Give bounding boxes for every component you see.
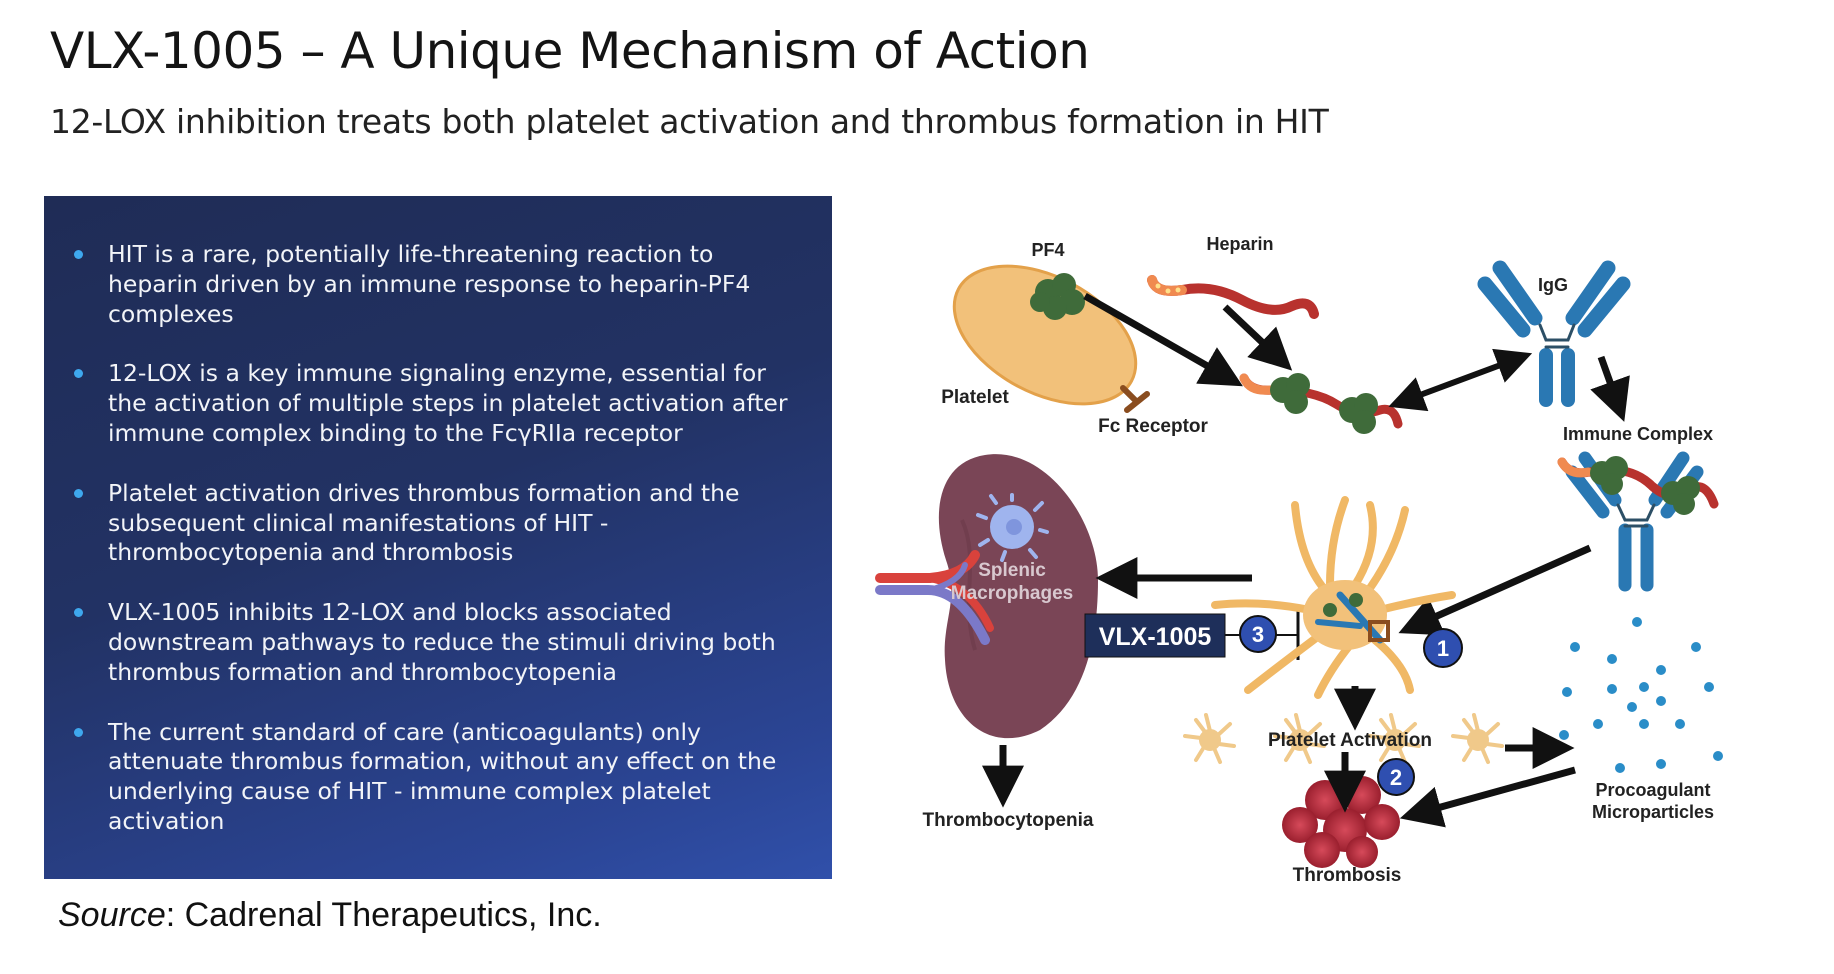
small-platelets-icon — [1183, 713, 1504, 764]
heparin-strand-icon — [1147, 275, 1319, 319]
pf4-cluster-icon — [1030, 273, 1085, 320]
platelet-label: Platelet — [941, 387, 1009, 408]
immune-complex-label: Immune Complex — [1563, 424, 1713, 444]
bullet-text: VLX-1005 inhibits 12-LOX and blocks asso… — [108, 598, 776, 686]
step-2-badge — [1377, 758, 1415, 796]
bullet-item: Platelet activation drives thrombus form… — [62, 479, 792, 568]
bullet-dot-icon — [74, 608, 83, 618]
platelet-activation-label: Platelet Activation — [1268, 730, 1432, 751]
igg-antibody-icon — [1477, 260, 1631, 407]
immune-complex-icon — [1557, 451, 1719, 592]
slide-subtitle: 12-LOX inhibition treats both platelet a… — [50, 102, 1329, 141]
bullet-item: VLX-1005 inhibits 12-LOX and blocks asso… — [62, 598, 792, 687]
arrow-igg-to-immune-complex — [1590, 355, 1630, 422]
bullet-dot-icon — [74, 369, 83, 379]
arrow-immune-complex-to-platelet — [1398, 544, 1592, 636]
step-3-badge — [1239, 615, 1277, 653]
slide-title: VLX-1005 – A Unique Mechanism of Action — [50, 22, 1090, 80]
pf4-label: PF4 — [1031, 240, 1064, 260]
bullet-dot-icon — [74, 488, 83, 498]
source-citation: Source: Cadrenal Therapeutics, Inc. — [58, 896, 602, 935]
igg-label: IgG — [1538, 275, 1568, 295]
arrow-microparticles-to-thrombosis — [1399, 766, 1576, 828]
bullet-text: The current standard of care (anticoagul… — [108, 717, 777, 835]
blood-vessels-icon — [875, 550, 994, 645]
bullet-item: 12-LOX is a key immune signaling enzyme,… — [62, 359, 792, 448]
bullet-text: 12-LOX is a key immune signaling enzyme,… — [108, 359, 788, 447]
activated-platelet-icon — [1211, 496, 1456, 699]
step-3-number: 3 — [1252, 622, 1264, 647]
step-1-badge — [1423, 628, 1463, 668]
heparin-pf4-complex-icon — [1239, 373, 1403, 434]
procoagulant-label-line1: Procoagulant — [1595, 780, 1710, 800]
double-arrow-complex-igg — [1388, 348, 1533, 412]
fc-receptor-label: Fc Receptor — [1098, 416, 1208, 437]
splenic-label-line2: Macrophages — [951, 583, 1073, 604]
arrow-heparin-to-complex — [1222, 304, 1293, 371]
splenic-macrophage-icon — [976, 493, 1049, 562]
vlx-1005-label: VLX-1005 — [1099, 623, 1212, 651]
heparin-label: Heparin — [1206, 234, 1273, 254]
source-label: Source — [58, 896, 166, 934]
bullet-dot-icon — [74, 250, 83, 259]
thrombocytopenia-label: Thrombocytopenia — [922, 810, 1093, 831]
bullet-item: HIT is a rare, potentially life-threaten… — [62, 240, 792, 329]
thrombosis-label: Thrombosis — [1293, 865, 1402, 886]
microparticles-icon — [1559, 617, 1723, 773]
vlx-1005-box — [1084, 613, 1226, 658]
spleen-icon — [938, 454, 1098, 739]
procoagulant-label-line2: Microparticles — [1592, 802, 1714, 822]
bullet-text: Platelet activation drives thrombus form… — [108, 478, 740, 567]
summary-panel: HIT is a rare, potentially life-threaten… — [44, 196, 832, 879]
arrow-pf4-to-complex — [1083, 292, 1243, 387]
bullet-text: HIT is a rare, potentially life-threaten… — [108, 240, 751, 328]
bullet-list: HIT is a rare, potentially life-threaten… — [62, 240, 792, 837]
splenic-label-line1: Splenic — [978, 560, 1046, 581]
source-text: : Cadrenal Therapeutics, Inc. — [165, 896, 602, 934]
step-2-number: 2 — [1390, 765, 1402, 790]
bullet-dot-icon — [74, 727, 83, 737]
bullet-item: The current standard of care (anticoagul… — [62, 718, 792, 837]
step-1-number: 1 — [1437, 636, 1449, 661]
